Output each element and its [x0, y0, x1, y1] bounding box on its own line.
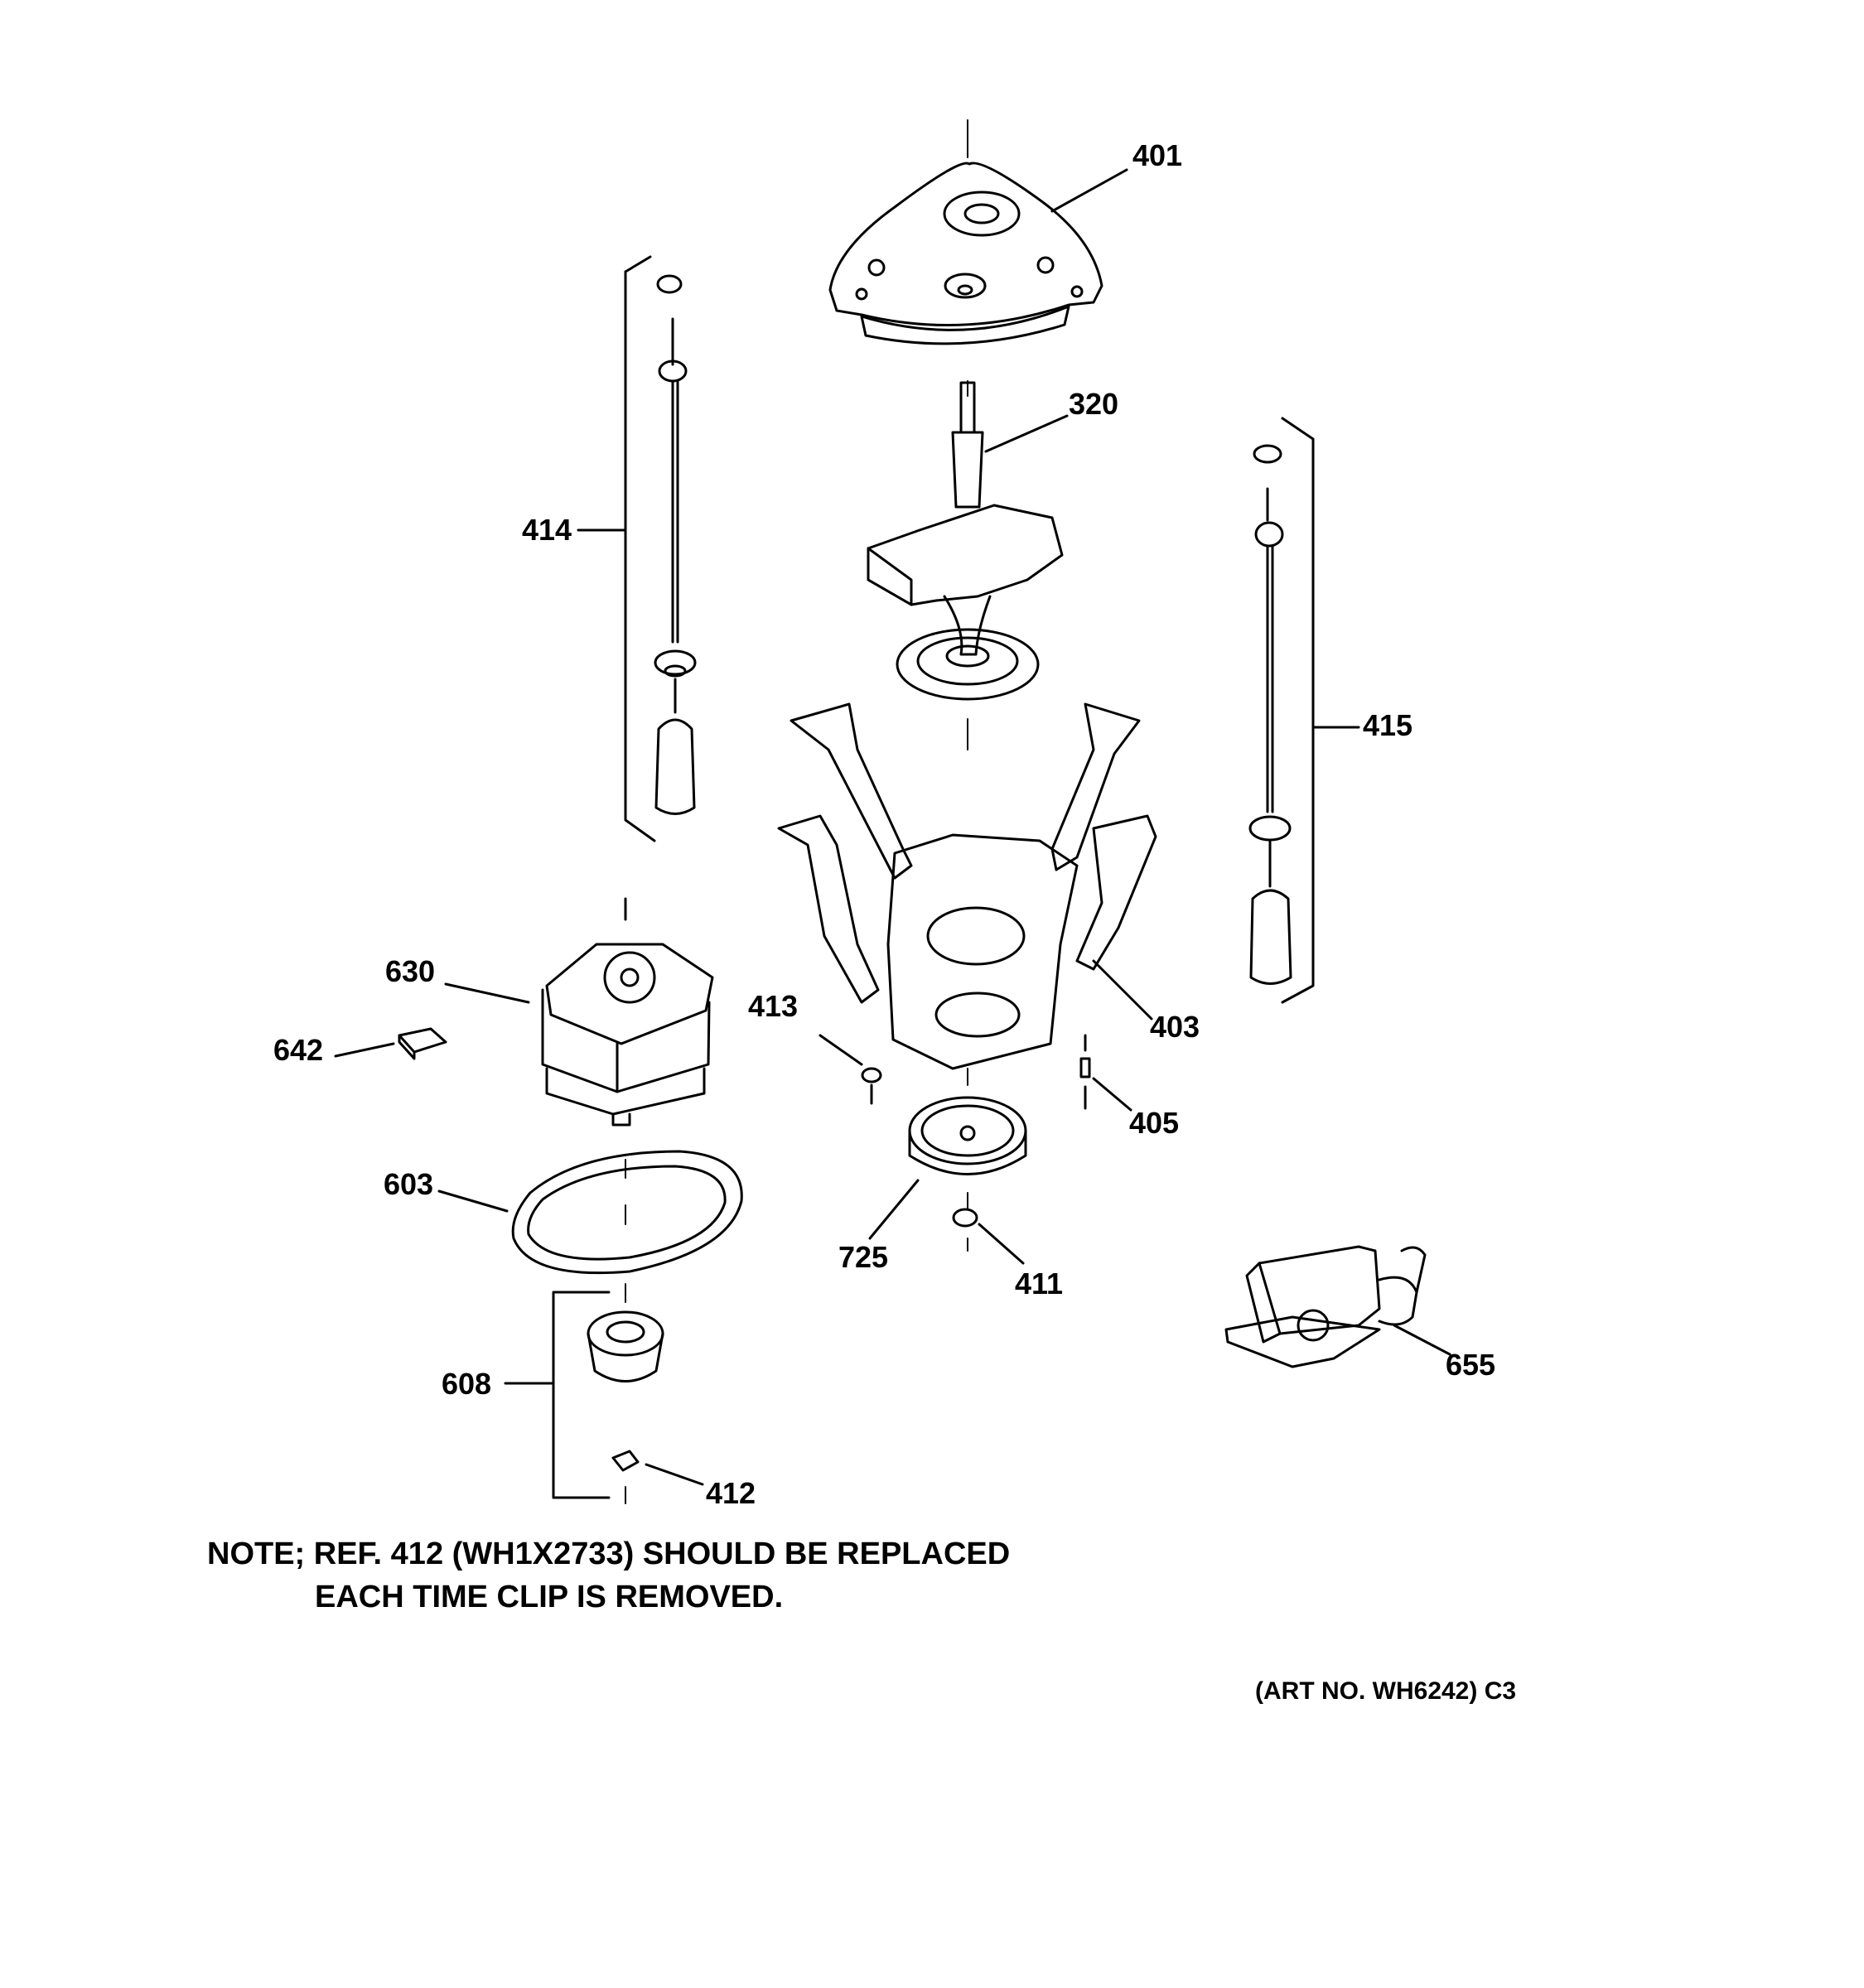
- replacement-note: NOTE; REF. 412 (WH1X2733) SHOULD BE REPL…: [207, 1532, 1201, 1619]
- art-number: (ART NO. WH6242) C3: [1255, 1677, 1517, 1705]
- callout-413: 413: [748, 989, 798, 1023]
- callout-608: 608: [442, 1367, 491, 1401]
- part-603-belt: [511, 1150, 743, 1275]
- leader-630: [444, 982, 530, 1004]
- bracket-414: [624, 270, 656, 842]
- callout-603: 603: [384, 1167, 433, 1201]
- leader-642: [334, 1042, 395, 1058]
- part-412-clip: [611, 1450, 640, 1504]
- leader-603: [437, 1189, 509, 1213]
- part-608-motor-pulley: [587, 1283, 664, 1382]
- part-415-suspension-rod: [1248, 444, 1292, 985]
- callout-630: 630: [385, 954, 435, 988]
- note-line-2: EACH TIME CLIP IS REMOVED.: [315, 1580, 784, 1614]
- leader-401: [1050, 168, 1128, 213]
- callout-320: 320: [1069, 387, 1118, 421]
- part-642-clip: [398, 1027, 447, 1060]
- part-630-motor: [541, 897, 714, 1127]
- part-725-pulley: [908, 1096, 1027, 1175]
- leader-405: [1092, 1077, 1132, 1112]
- leader-655: [1393, 1324, 1451, 1356]
- callout-725: 725: [838, 1240, 888, 1274]
- part-414-suspension-rod: [654, 274, 697, 815]
- part-413-nut: [861, 1067, 882, 1105]
- note-line-1: NOTE; REF. 412 (WH1X2733) SHOULD BE REPL…: [207, 1537, 1011, 1571]
- bracket-415: [1281, 437, 1315, 1004]
- part-403-mounting-plate: [777, 702, 1157, 1070]
- part-401-cover: [828, 162, 1103, 345]
- callout-415: 415: [1363, 708, 1412, 742]
- part-411-nut: [952, 1208, 978, 1228]
- callout-412: 412: [706, 1476, 756, 1510]
- callout-401: 401: [1132, 138, 1182, 172]
- callout-403: 403: [1150, 1010, 1200, 1044]
- callout-655: 655: [1446, 1348, 1495, 1382]
- leader-403: [1092, 959, 1153, 1021]
- bracket-608: [552, 1291, 611, 1499]
- part-320-transmission: [867, 381, 1064, 701]
- leader-411: [978, 1223, 1025, 1265]
- leader-320: [984, 414, 1069, 453]
- leader-725: [868, 1179, 920, 1240]
- callout-414: 414: [522, 513, 572, 547]
- callout-411: 411: [1015, 1267, 1063, 1300]
- callout-642: 642: [273, 1033, 323, 1067]
- part-405-screw: [1079, 1034, 1091, 1110]
- part-655-pump: [1224, 1245, 1427, 1368]
- leader-413: [819, 1034, 863, 1066]
- callout-405: 405: [1129, 1106, 1179, 1140]
- leader-412: [645, 1463, 704, 1486]
